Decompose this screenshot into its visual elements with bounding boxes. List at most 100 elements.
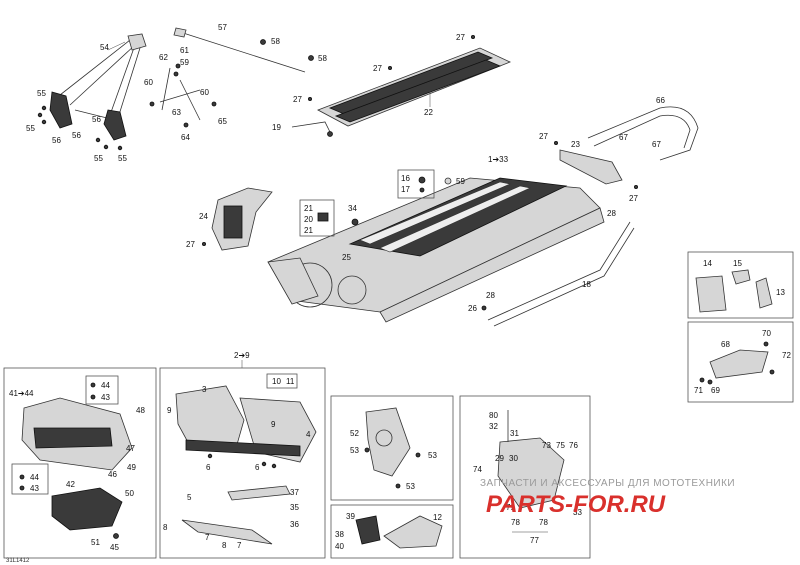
part-73-pedal-bracket (497, 410, 565, 509)
label-10: 10 (272, 377, 281, 386)
part-5-skid-plate (181, 485, 291, 545)
label-46: 46 (108, 470, 117, 479)
label-34: 34 (348, 204, 357, 213)
label-27: 27 (629, 194, 638, 203)
reference-code: 31L1412 (6, 558, 30, 564)
label-73: 73 (542, 441, 551, 450)
part-54-suspension-arm (49, 33, 147, 141)
label-15: 15 (733, 259, 742, 268)
label-7: 7 (205, 533, 210, 542)
label-5: 5 (187, 493, 192, 502)
label-3: 3 (202, 385, 207, 394)
label-30: 30 (509, 454, 518, 463)
label-72: 72 (782, 351, 791, 360)
part-60-link (149, 63, 217, 128)
label-57: 57 (218, 23, 227, 32)
label-60: 60 (200, 88, 209, 97)
part-18-slide-rail (487, 221, 635, 327)
label-12: 12 (433, 513, 442, 522)
label-4: 4 (306, 430, 311, 439)
label-51: 51 (91, 538, 100, 547)
label-67: 67 (619, 133, 628, 142)
label-52: 52 (350, 429, 359, 438)
label-58: 58 (318, 54, 327, 63)
box-43-44-b (11, 463, 49, 495)
label-31: 31 (510, 429, 519, 438)
part-23-bracket (559, 149, 623, 185)
label-45: 45 (110, 543, 119, 552)
label-21: 21 (304, 204, 313, 213)
part-12-skid (383, 515, 443, 549)
label-26: 26 (468, 304, 477, 313)
label-71: 71 (694, 386, 703, 395)
box-20-21 (299, 199, 335, 237)
label-55: 55 (37, 89, 46, 98)
label-35: 35 (290, 503, 299, 512)
box-68-72 (687, 321, 794, 403)
label-25: 25 (342, 253, 351, 262)
label-6: 6 (255, 463, 260, 472)
label-8: 8 (163, 523, 168, 532)
label-48: 48 (136, 406, 145, 415)
label-59: 59 (456, 177, 465, 186)
label-77: 77 (530, 536, 539, 545)
label-62: 62 (159, 53, 168, 62)
part-15-clip (731, 269, 751, 285)
label-44: 44 (101, 381, 110, 390)
label-70: 70 (762, 329, 771, 338)
label-67: 67 (652, 140, 661, 149)
label-7: 7 (237, 541, 242, 550)
label-79: 79 (506, 503, 515, 512)
label-27: 27 (456, 33, 465, 42)
label-66: 66 (656, 96, 665, 105)
part-13-bracket (755, 277, 773, 309)
label-44: 44 (30, 473, 39, 482)
label-78: 78 (539, 518, 548, 527)
label-24: 24 (199, 212, 208, 221)
box-16-17 (397, 169, 435, 199)
label-37: 37 (290, 488, 299, 497)
watermark-tagline: ЗАПЧАСТИ И АКСЕССУАРЫ ДЛЯ МОТОТЕХНИКИ (480, 478, 735, 489)
label-40: 40 (335, 542, 344, 551)
label-53: 53 (428, 451, 437, 460)
label-55: 55 (118, 154, 127, 163)
label-9: 9 (167, 406, 172, 415)
label-23: 23 (571, 140, 580, 149)
box-52-53 (330, 395, 454, 501)
label-20: 20 (304, 215, 313, 224)
part-14-panel (695, 275, 727, 313)
label-55: 55 (26, 124, 35, 133)
label-50: 50 (125, 489, 134, 498)
label-6: 6 (206, 463, 211, 472)
part-41-front-frame (21, 397, 133, 471)
label-19: 19 (272, 123, 281, 132)
part-3-front-frame (175, 385, 317, 463)
part-38-block (355, 515, 381, 545)
label-14: 14 (703, 259, 712, 268)
label-58: 58 (271, 37, 280, 46)
label-17: 17 (401, 185, 410, 194)
label-78: 78 (511, 518, 520, 527)
label-56: 56 (92, 115, 101, 124)
label-63: 63 (172, 108, 181, 117)
label-53: 53 (406, 482, 415, 491)
box-73-80 (459, 395, 591, 559)
label-54: 54 (100, 43, 109, 52)
label-76: 76 (569, 441, 578, 450)
label-21: 21 (304, 226, 313, 235)
label-39: 39 (346, 512, 355, 521)
label-60: 60 (144, 78, 153, 87)
header-2-9: 2➔9 (234, 351, 250, 360)
part-57-rod (173, 27, 306, 73)
label-38: 38 (335, 530, 344, 539)
header-41-44: 41➔44 (9, 389, 34, 398)
label-65: 65 (218, 117, 227, 126)
label-9: 9 (271, 420, 276, 429)
label-47: 47 (126, 444, 135, 453)
leader-54 (107, 41, 126, 51)
label-8: 8 (222, 541, 227, 550)
box-2-9 (159, 367, 326, 559)
label-16: 16 (401, 174, 410, 183)
label-53: 53 (350, 446, 359, 455)
